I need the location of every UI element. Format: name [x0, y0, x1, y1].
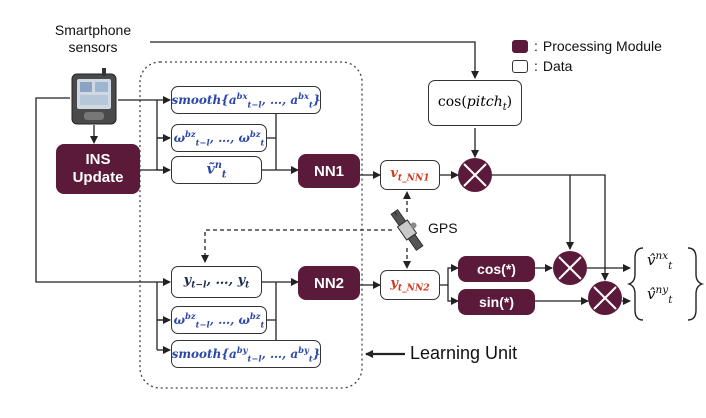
- legend-processing-label: Processing Module: [542, 38, 662, 54]
- connector-top-group: [156, 100, 170, 171]
- legend-processing-sep: :: [534, 38, 538, 54]
- omega-top-box: ωbzt−l, …, ωbzt: [171, 124, 267, 152]
- legend-processing-entry: : Processing Module: [512, 36, 702, 56]
- ins-update-line1: INS: [85, 151, 111, 168]
- smooth-accel-y-box: smooth{abyt−l, …, abyt}: [171, 340, 321, 368]
- arrow-y-output-to-cos-sin: [440, 267, 458, 302]
- legend: : Processing Module : Data: [512, 36, 702, 76]
- smooth-accel-x-box: smooth{abxt−l, …, abxt}: [171, 86, 321, 114]
- ins-update-module: INS Update: [56, 144, 140, 194]
- output-velocity-north-x: v̂nxt: [647, 250, 673, 272]
- output-velocity-north-y: v̂nyt: [647, 284, 673, 306]
- ins-update-line2: Update: [72, 169, 124, 186]
- multiply-node-2: [553, 251, 587, 285]
- learning-unit-region: [139, 61, 363, 389]
- arrow-phone-to-y-window: [35, 97, 171, 286]
- sensors-label-line2: sensors: [68, 39, 118, 55]
- sensors-label: Smartphone sensors: [38, 22, 148, 56]
- cos-module: cos(*): [458, 256, 535, 282]
- yaw-nn2-output: yt_NN2: [380, 270, 440, 300]
- legend-processing-swatch: [512, 39, 528, 53]
- omega-bottom-box: ωbzt−l, …, ωbzt: [171, 306, 267, 334]
- gps-dashed-to-y-window: [201, 229, 392, 263]
- output-brace-right: [687, 247, 705, 321]
- legend-data-swatch: [512, 59, 528, 73]
- yaw-window-box: yt−l, …, yt: [171, 266, 262, 298]
- nn1-module: NN1: [298, 154, 360, 188]
- cos-pitch-box: cos(pitcht): [428, 80, 522, 126]
- arrow-sensors-to-cos-pitch: [150, 41, 479, 79]
- nn2-module: NN2: [298, 266, 360, 300]
- gps-label: GPS: [428, 220, 458, 236]
- smartphone-icon: [71, 68, 117, 125]
- legend-data-entry: : Data: [512, 56, 702, 76]
- multiply-node-3: [588, 281, 622, 315]
- connector-bottom-group: [156, 282, 170, 350]
- output-brace: [626, 247, 644, 321]
- velocity-ins-box: ṽnt: [171, 156, 262, 184]
- learning-unit-label: Learning Unit: [410, 343, 518, 363]
- arrow-mult1-to-right: [492, 174, 609, 281]
- multiply-node-1: [458, 158, 492, 192]
- sin-module: sin(*): [458, 289, 535, 315]
- legend-data-label: Data: [542, 58, 573, 74]
- gps-satellite-icon: [390, 209, 424, 251]
- velocity-nn1-output: vt_NN1: [380, 160, 440, 190]
- sensors-label-line1: Smartphone: [54, 22, 132, 38]
- legend-data-sep: :: [534, 58, 538, 74]
